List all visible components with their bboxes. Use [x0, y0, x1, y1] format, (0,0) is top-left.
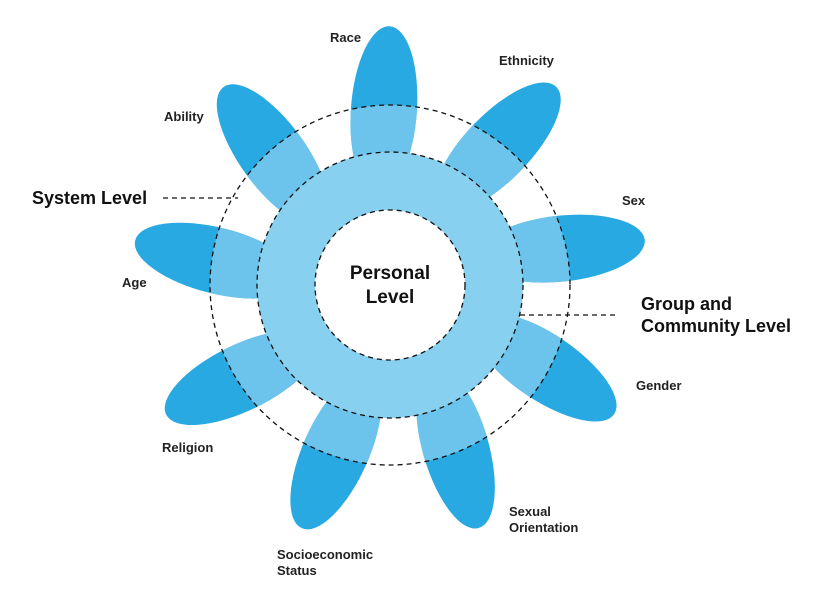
label-gender: Gender [636, 378, 682, 393]
center-line-2: Level [365, 287, 415, 308]
label-race: Race [330, 30, 362, 45]
group-line-1: Group and [641, 294, 732, 314]
ses-line-2: Status [277, 563, 317, 578]
group-line-2: Community Level [641, 316, 792, 336]
personal-level-circle [315, 210, 465, 360]
group-dashed-circle [256, 151, 524, 419]
so-line-2: Orientation [509, 520, 579, 535]
personal-level-label: Personal Level [330, 262, 450, 310]
label-age: Age [122, 275, 147, 290]
center-line-1: Personal [349, 263, 431, 284]
label-sexual-orientation: Sexual Orientation [509, 504, 578, 536]
label-sex: Sex [622, 193, 646, 208]
label-religion: Religion [162, 440, 214, 455]
label-ability: Ability [164, 109, 204, 124]
group-level-label: Group and Community Level [641, 293, 791, 337]
ses-line-1: Socioeconomic [277, 547, 374, 562]
personal-dashed-circle [314, 209, 466, 361]
label-socioeconomic-status: Socioeconomic Status [277, 547, 373, 579]
label-ethnicity: Ethnicity [499, 53, 554, 68]
system-dashed-circle [209, 104, 571, 466]
so-line-1: Sexual [509, 504, 551, 519]
petal-mid-race [350, 105, 418, 194]
system-level-label: System Level [32, 188, 148, 208]
